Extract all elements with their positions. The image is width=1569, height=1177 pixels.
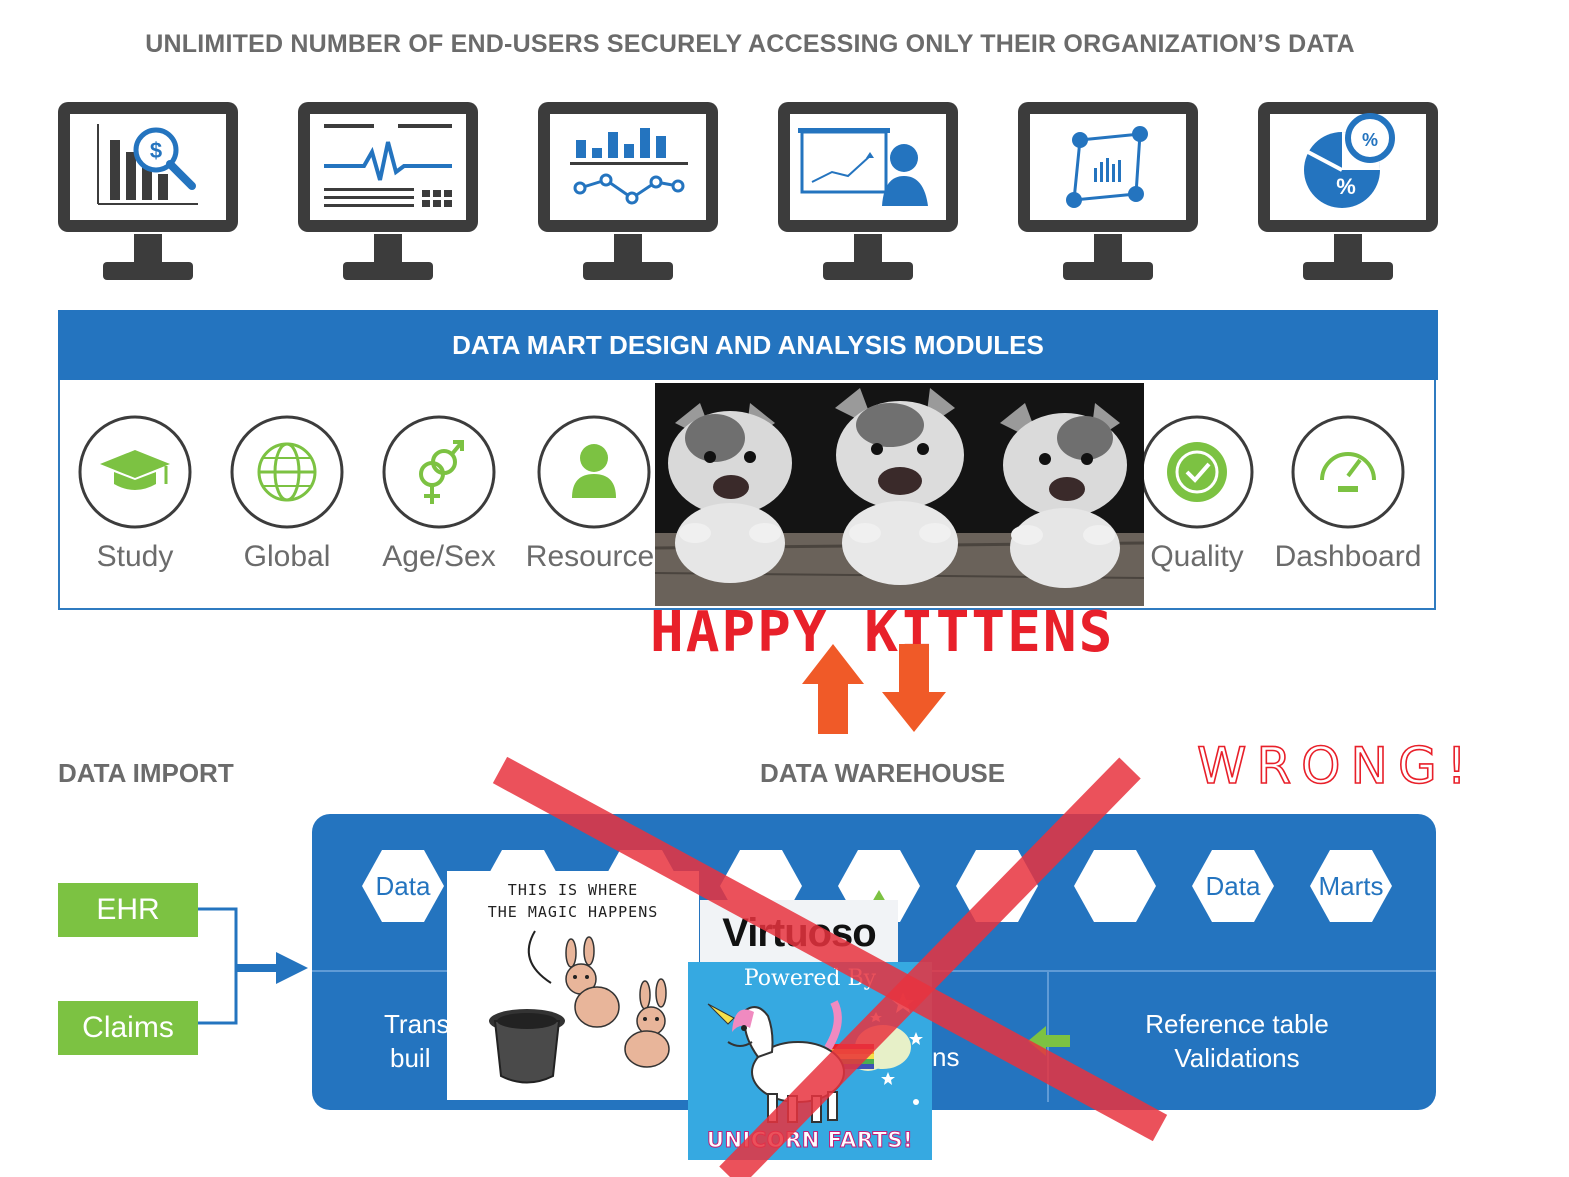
monitor-2 xyxy=(298,102,478,280)
speedometer-icon xyxy=(1291,415,1405,529)
cross-stroke-1 xyxy=(492,756,1168,1142)
warehouse-transform-text: Trans buil xyxy=(384,1009,450,1073)
source-ehr: EHR xyxy=(58,883,198,937)
module-label-study: Study xyxy=(96,540,174,573)
globe-icon xyxy=(230,415,344,529)
kittens-photo xyxy=(655,383,1144,606)
monitor-4 xyxy=(778,102,958,280)
module-label-age-sex: Age/Sex xyxy=(382,540,496,573)
import-arrow-icon xyxy=(276,952,308,984)
page-title: UNLIMITED NUMBER OF END-USERS SECURELY A… xyxy=(145,30,1355,58)
module-icons xyxy=(78,415,1405,529)
magic-comic-caption: THIS IS WHERE THE MAGIC HAPPENS xyxy=(487,881,659,921)
kitten-right xyxy=(1000,403,1127,588)
up-down-arrows xyxy=(802,644,946,734)
kitten-left xyxy=(668,403,792,583)
monitor-1: $ xyxy=(58,102,238,280)
arrow-down-icon xyxy=(882,644,946,732)
wrong-text: WRONG! xyxy=(1197,737,1477,795)
hexagon-label-data-2: Data xyxy=(1205,871,1261,901)
bar-chart-dollar-search-icon: $ xyxy=(97,124,198,205)
cross-stroke-2 xyxy=(719,757,1141,1177)
waveform-document-icon xyxy=(324,124,452,207)
monitor-6: % % xyxy=(1258,102,1438,280)
rabbit-1-icon xyxy=(565,936,620,1028)
wrong-annotation: WRONG! xyxy=(1196,736,1477,796)
presentation-presenter-icon xyxy=(798,128,928,206)
kittens-caption: HAPPY KITTENS xyxy=(650,600,1115,665)
module-label-dashboard: Dashboard xyxy=(1274,540,1422,573)
kitten-middle xyxy=(835,388,964,585)
hexagon-label-data: Data xyxy=(375,871,431,901)
arrow-up-icon xyxy=(802,644,864,734)
monitors-row: $ xyxy=(58,102,1438,280)
graduation-cap-icon xyxy=(78,415,192,529)
hexagon-1 xyxy=(362,850,444,922)
data-warehouse-label: DATA WAREHOUSE xyxy=(760,758,1006,788)
bar-line-chart-icon xyxy=(570,128,688,205)
data-import-label: DATA IMPORT xyxy=(58,758,234,788)
gender-symbols-icon xyxy=(382,415,496,529)
modules-header: DATA MART DESIGN AND ANALYSIS MODULES xyxy=(58,310,1438,380)
hexagon-label-marts: Marts xyxy=(1318,871,1384,901)
warehouse-middle-fragment: ns xyxy=(932,1042,960,1072)
person-icon xyxy=(537,415,651,529)
monitor-5 xyxy=(1018,102,1198,280)
pie-chart-percent-icon: % % xyxy=(1304,113,1395,208)
scatter-frame-chart-icon xyxy=(1066,126,1148,208)
svg-text:%: % xyxy=(1336,174,1356,199)
svg-text:$: $ xyxy=(150,138,162,163)
module-label-resource: Resource xyxy=(525,540,655,573)
hexagon-9 xyxy=(1310,850,1392,922)
magic-comic: THIS IS WHERE THE MAGIC HAPPENS xyxy=(447,871,699,1100)
import-connector xyxy=(198,907,308,1025)
hexagon-8 xyxy=(1192,850,1274,922)
top-hat-icon xyxy=(489,1009,565,1084)
source-claims: Claims xyxy=(58,1001,198,1055)
magic-comic-drawing xyxy=(489,930,670,1084)
monitor-3 xyxy=(538,102,718,280)
module-label-quality: Quality xyxy=(1150,540,1244,573)
rabbit-2-icon xyxy=(624,978,670,1068)
small-arrow-icon xyxy=(872,890,886,902)
svg-text:%: % xyxy=(1362,130,1378,150)
hexagon-7 xyxy=(1074,850,1156,922)
module-label-global: Global xyxy=(243,540,331,573)
warehouse-reference-text: Reference table Validations xyxy=(1145,1009,1329,1073)
